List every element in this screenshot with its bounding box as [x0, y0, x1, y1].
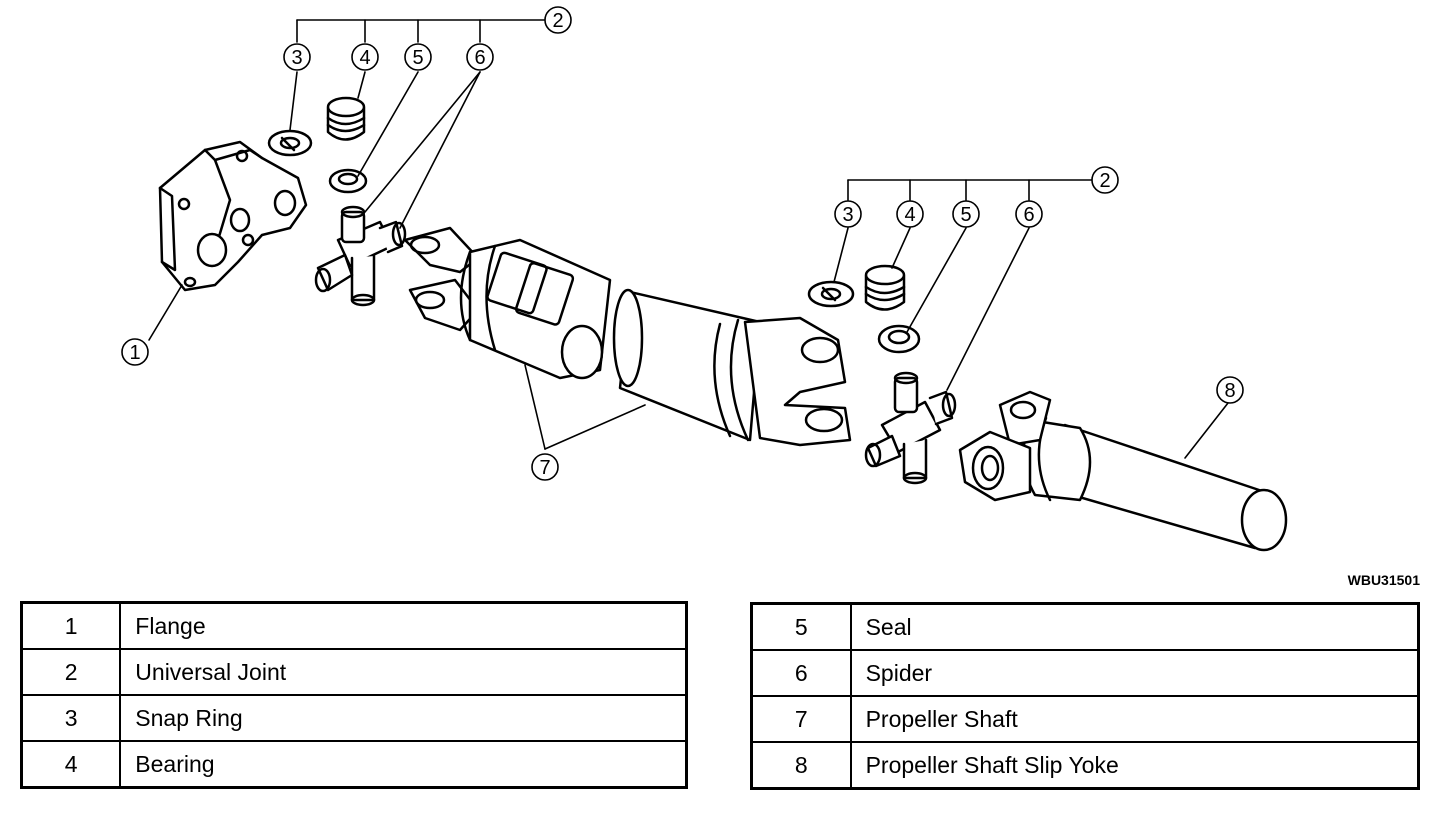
- legend-row: 7 Propeller Shaft: [750, 695, 1420, 743]
- legend-number: 4: [20, 740, 122, 789]
- callout-3-left: 3: [291, 47, 302, 69]
- snap-ring-left: [267, 129, 313, 157]
- legend-number: 5: [750, 602, 852, 651]
- snap-ring-right: [807, 280, 855, 308]
- propeller-shaft-part: [403, 226, 852, 447]
- callout-6-left: 6: [474, 47, 485, 69]
- legend-name: Flange: [119, 601, 688, 650]
- callout-7: 7: [539, 457, 550, 479]
- legend-row: 8 Propeller Shaft Slip Yoke: [750, 741, 1420, 790]
- spider-right: [864, 371, 957, 485]
- legend-name: Propeller Shaft: [849, 695, 1420, 743]
- slip-yoke-part: [958, 390, 1288, 552]
- figure-code: WBU31501: [1347, 572, 1420, 588]
- callout-4-right: 4: [904, 204, 915, 226]
- callout-5-right: 5: [960, 204, 971, 226]
- legend-number: 2: [20, 648, 122, 696]
- legend-name: Propeller Shaft Slip Yoke: [849, 741, 1420, 790]
- callout-8: 8: [1224, 380, 1235, 402]
- legend-number: 3: [20, 694, 122, 742]
- legend-row: 4 Bearing: [20, 740, 688, 789]
- callout-5-left: 5: [412, 47, 423, 69]
- legend-name: Bearing: [119, 740, 688, 789]
- spider-left: [314, 205, 407, 307]
- legend-name: Spider: [849, 649, 1420, 697]
- callout-1: 1: [129, 342, 140, 364]
- legend-table-right: 5 Seal 6 Spider 7 Propeller Shaft 8 Prop…: [750, 602, 1420, 790]
- callout-3-right: 3: [842, 204, 853, 226]
- flange-part: [158, 140, 308, 292]
- callout-circles: [121, 6, 1244, 481]
- legend-name: Seal: [849, 602, 1420, 651]
- legend-row: 6 Spider: [750, 649, 1420, 697]
- legend-name: Universal Joint: [119, 648, 688, 696]
- legend-number: 1: [20, 601, 122, 650]
- legend-number: 6: [750, 649, 852, 697]
- legend-name: Snap Ring: [119, 694, 688, 742]
- seal-left: [328, 168, 368, 194]
- legend-number: 8: [750, 741, 852, 790]
- callout-2-right: 2: [1099, 170, 1110, 192]
- legend-row: 3 Snap Ring: [20, 694, 688, 742]
- legend-row: 5 Seal: [750, 602, 1420, 651]
- callout-2-left: 2: [552, 10, 563, 32]
- leader-lines: [148, 19, 1229, 459]
- bearing-right: [864, 264, 906, 311]
- legend-number: 7: [750, 695, 852, 743]
- seal-right: [877, 324, 921, 354]
- legend-row: 1 Flange: [20, 601, 688, 650]
- callout-6-right: 6: [1023, 204, 1034, 226]
- legend-table-left: 1 Flange 2 Universal Joint 3 Snap Ring 4…: [20, 601, 688, 789]
- callout-4-left: 4: [359, 47, 370, 69]
- legend-row: 2 Universal Joint: [20, 648, 688, 696]
- exploded-view-diagram: 1 2 3 4 5 6 2 3 4 5 6 7 8: [121, 6, 1288, 552]
- bearing-left: [326, 96, 366, 141]
